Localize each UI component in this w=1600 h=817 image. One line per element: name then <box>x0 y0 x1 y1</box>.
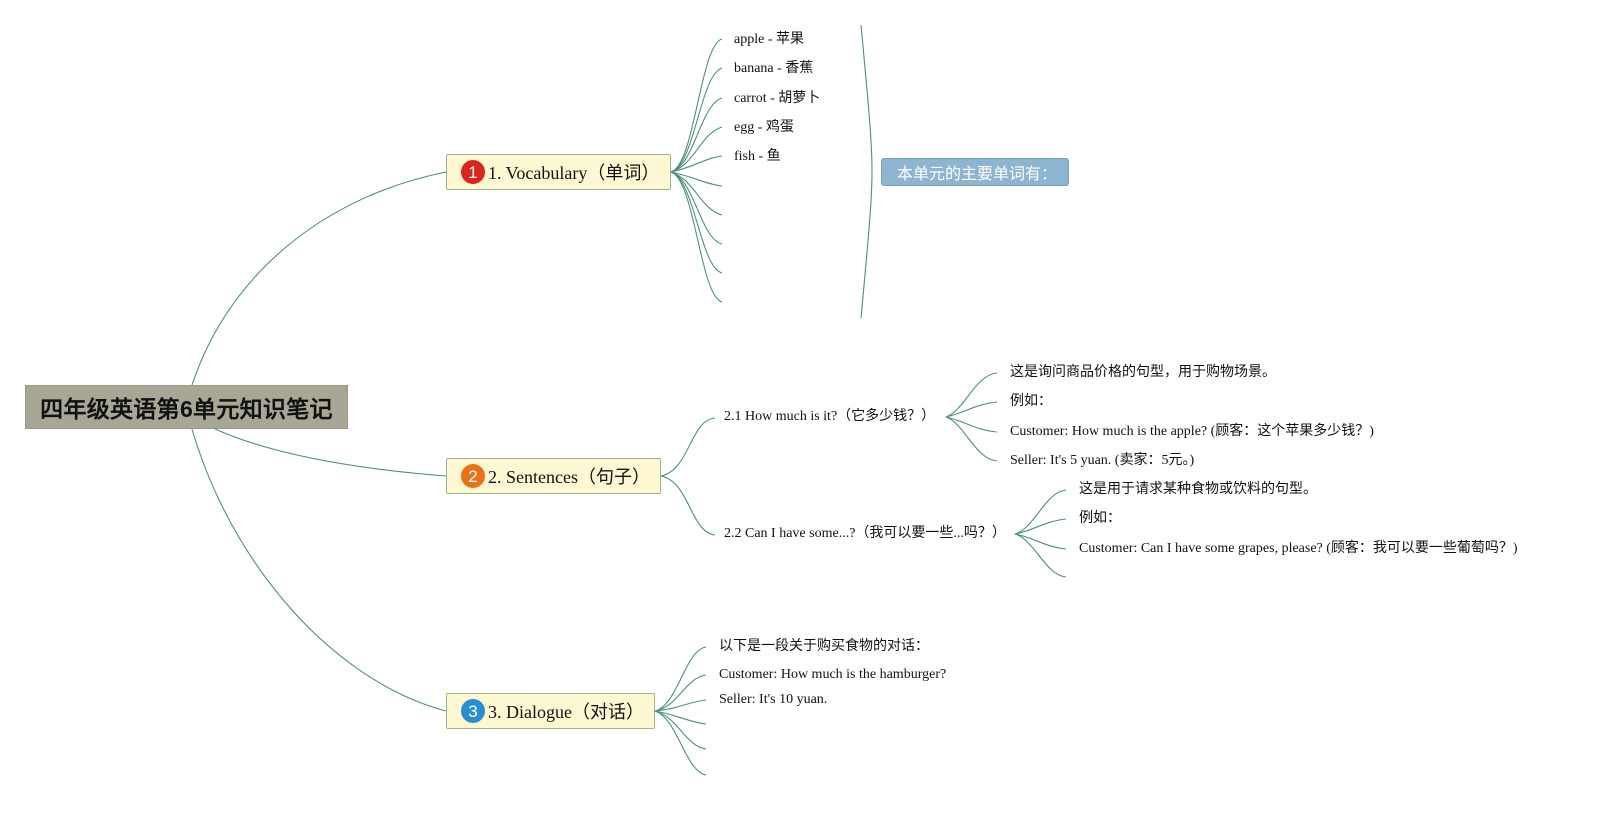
connector-vocab-4 <box>670 126 723 173</box>
connector-2-1-c <box>945 416 998 433</box>
dialogue-item[interactable]: Customer: How much is the hamburger? <box>719 667 947 682</box>
number-3-icon: 3 <box>461 699 485 723</box>
connector-sentences-2-1 <box>660 417 716 477</box>
sentence-item[interactable]: 这是询问商品价格的句型，用于购物场景。 <box>1010 365 1276 380</box>
connector-2-1-a <box>945 372 998 418</box>
subtopic-can-i-have[interactable]: 2.2 Can I have some...?（我可以要一些...吗？） <box>724 526 1006 541</box>
connector-dialogue-6 <box>654 710 707 776</box>
topic-dialogue-label: 3. Dialogue（对话） <box>488 702 644 722</box>
sentence-item[interactable]: Customer: Can I have some grapes, please… <box>1079 541 1518 556</box>
connector-2-2-c <box>1014 533 1067 550</box>
connector-dialogue-4 <box>654 710 707 725</box>
sentence-item[interactable]: Seller: It's 5 yuan. (卖家：5元。) <box>1010 453 1195 468</box>
connector-dialogue-5 <box>654 710 707 750</box>
sentence-item[interactable]: Customer: How much is the apple? (顾客：这个苹… <box>1010 424 1374 439</box>
topic-sentences-label: 2. Sentences（句子） <box>488 467 650 487</box>
connector-2-1-b <box>945 401 998 418</box>
connector-root-sentences <box>214 428 447 477</box>
vocab-item[interactable]: fish - 鱼 <box>734 149 781 164</box>
connector-2-2-d <box>1014 533 1067 578</box>
connector-dialogue-2 <box>654 674 707 712</box>
connector-2-2-a <box>1014 489 1067 535</box>
sentence-item[interactable]: 例如： <box>1010 394 1052 409</box>
vocab-item[interactable]: egg - 鸡蛋 <box>734 120 794 135</box>
connector-2-2-b <box>1014 518 1067 535</box>
connector-root-vocabulary <box>191 171 447 386</box>
connector-dialogue-1 <box>654 646 707 712</box>
topic-vocabulary-label: 1. Vocabulary（单词） <box>488 163 660 183</box>
summary-bracket <box>860 24 873 319</box>
connector-dialogue-3 <box>654 699 707 712</box>
dialogue-item[interactable]: 以下是一段关于购买食物的对话： <box>719 639 929 654</box>
vocab-item[interactable]: carrot - 胡萝卜 <box>734 91 821 106</box>
connector-2-1-d <box>945 416 998 462</box>
connector-vocab-3 <box>670 97 723 173</box>
topic-vocabulary[interactable]: 1 1. Vocabulary（单词） <box>446 154 671 190</box>
subtopic-how-much[interactable]: 2.1 How much is it?（它多少钱？） <box>724 409 936 424</box>
dialogue-item[interactable]: Seller: It's 10 yuan. <box>719 692 828 707</box>
number-2-icon: 2 <box>461 464 485 488</box>
number-1-icon: 1 <box>461 160 485 184</box>
vocab-item[interactable]: banana - 香蕉 <box>734 61 814 76</box>
connector-vocab-5 <box>670 155 723 173</box>
root-topic[interactable]: 四年级英语第6单元知识笔记 <box>25 385 348 429</box>
connector-root-dialogue <box>191 428 447 712</box>
topic-dialogue[interactable]: 3 3. Dialogue（对话） <box>446 693 655 729</box>
connector-vocab-2 <box>670 67 723 173</box>
connector-vocab-6 <box>670 171 723 187</box>
vocab-item[interactable]: apple - 苹果 <box>734 32 804 47</box>
summary-note[interactable]: 本单元的主要单词有： <box>881 158 1069 186</box>
connector-vocab-9 <box>670 171 723 274</box>
connector-sentences-2-2 <box>660 475 716 536</box>
connector-vocab-10 <box>670 171 723 303</box>
sentence-item[interactable]: 这是用于请求某种食物或饮料的句型。 <box>1079 482 1317 497</box>
topic-sentences[interactable]: 2 2. Sentences（句子） <box>446 458 661 494</box>
connector-vocab-1 <box>670 38 723 173</box>
sentence-item[interactable]: 例如： <box>1079 511 1121 526</box>
